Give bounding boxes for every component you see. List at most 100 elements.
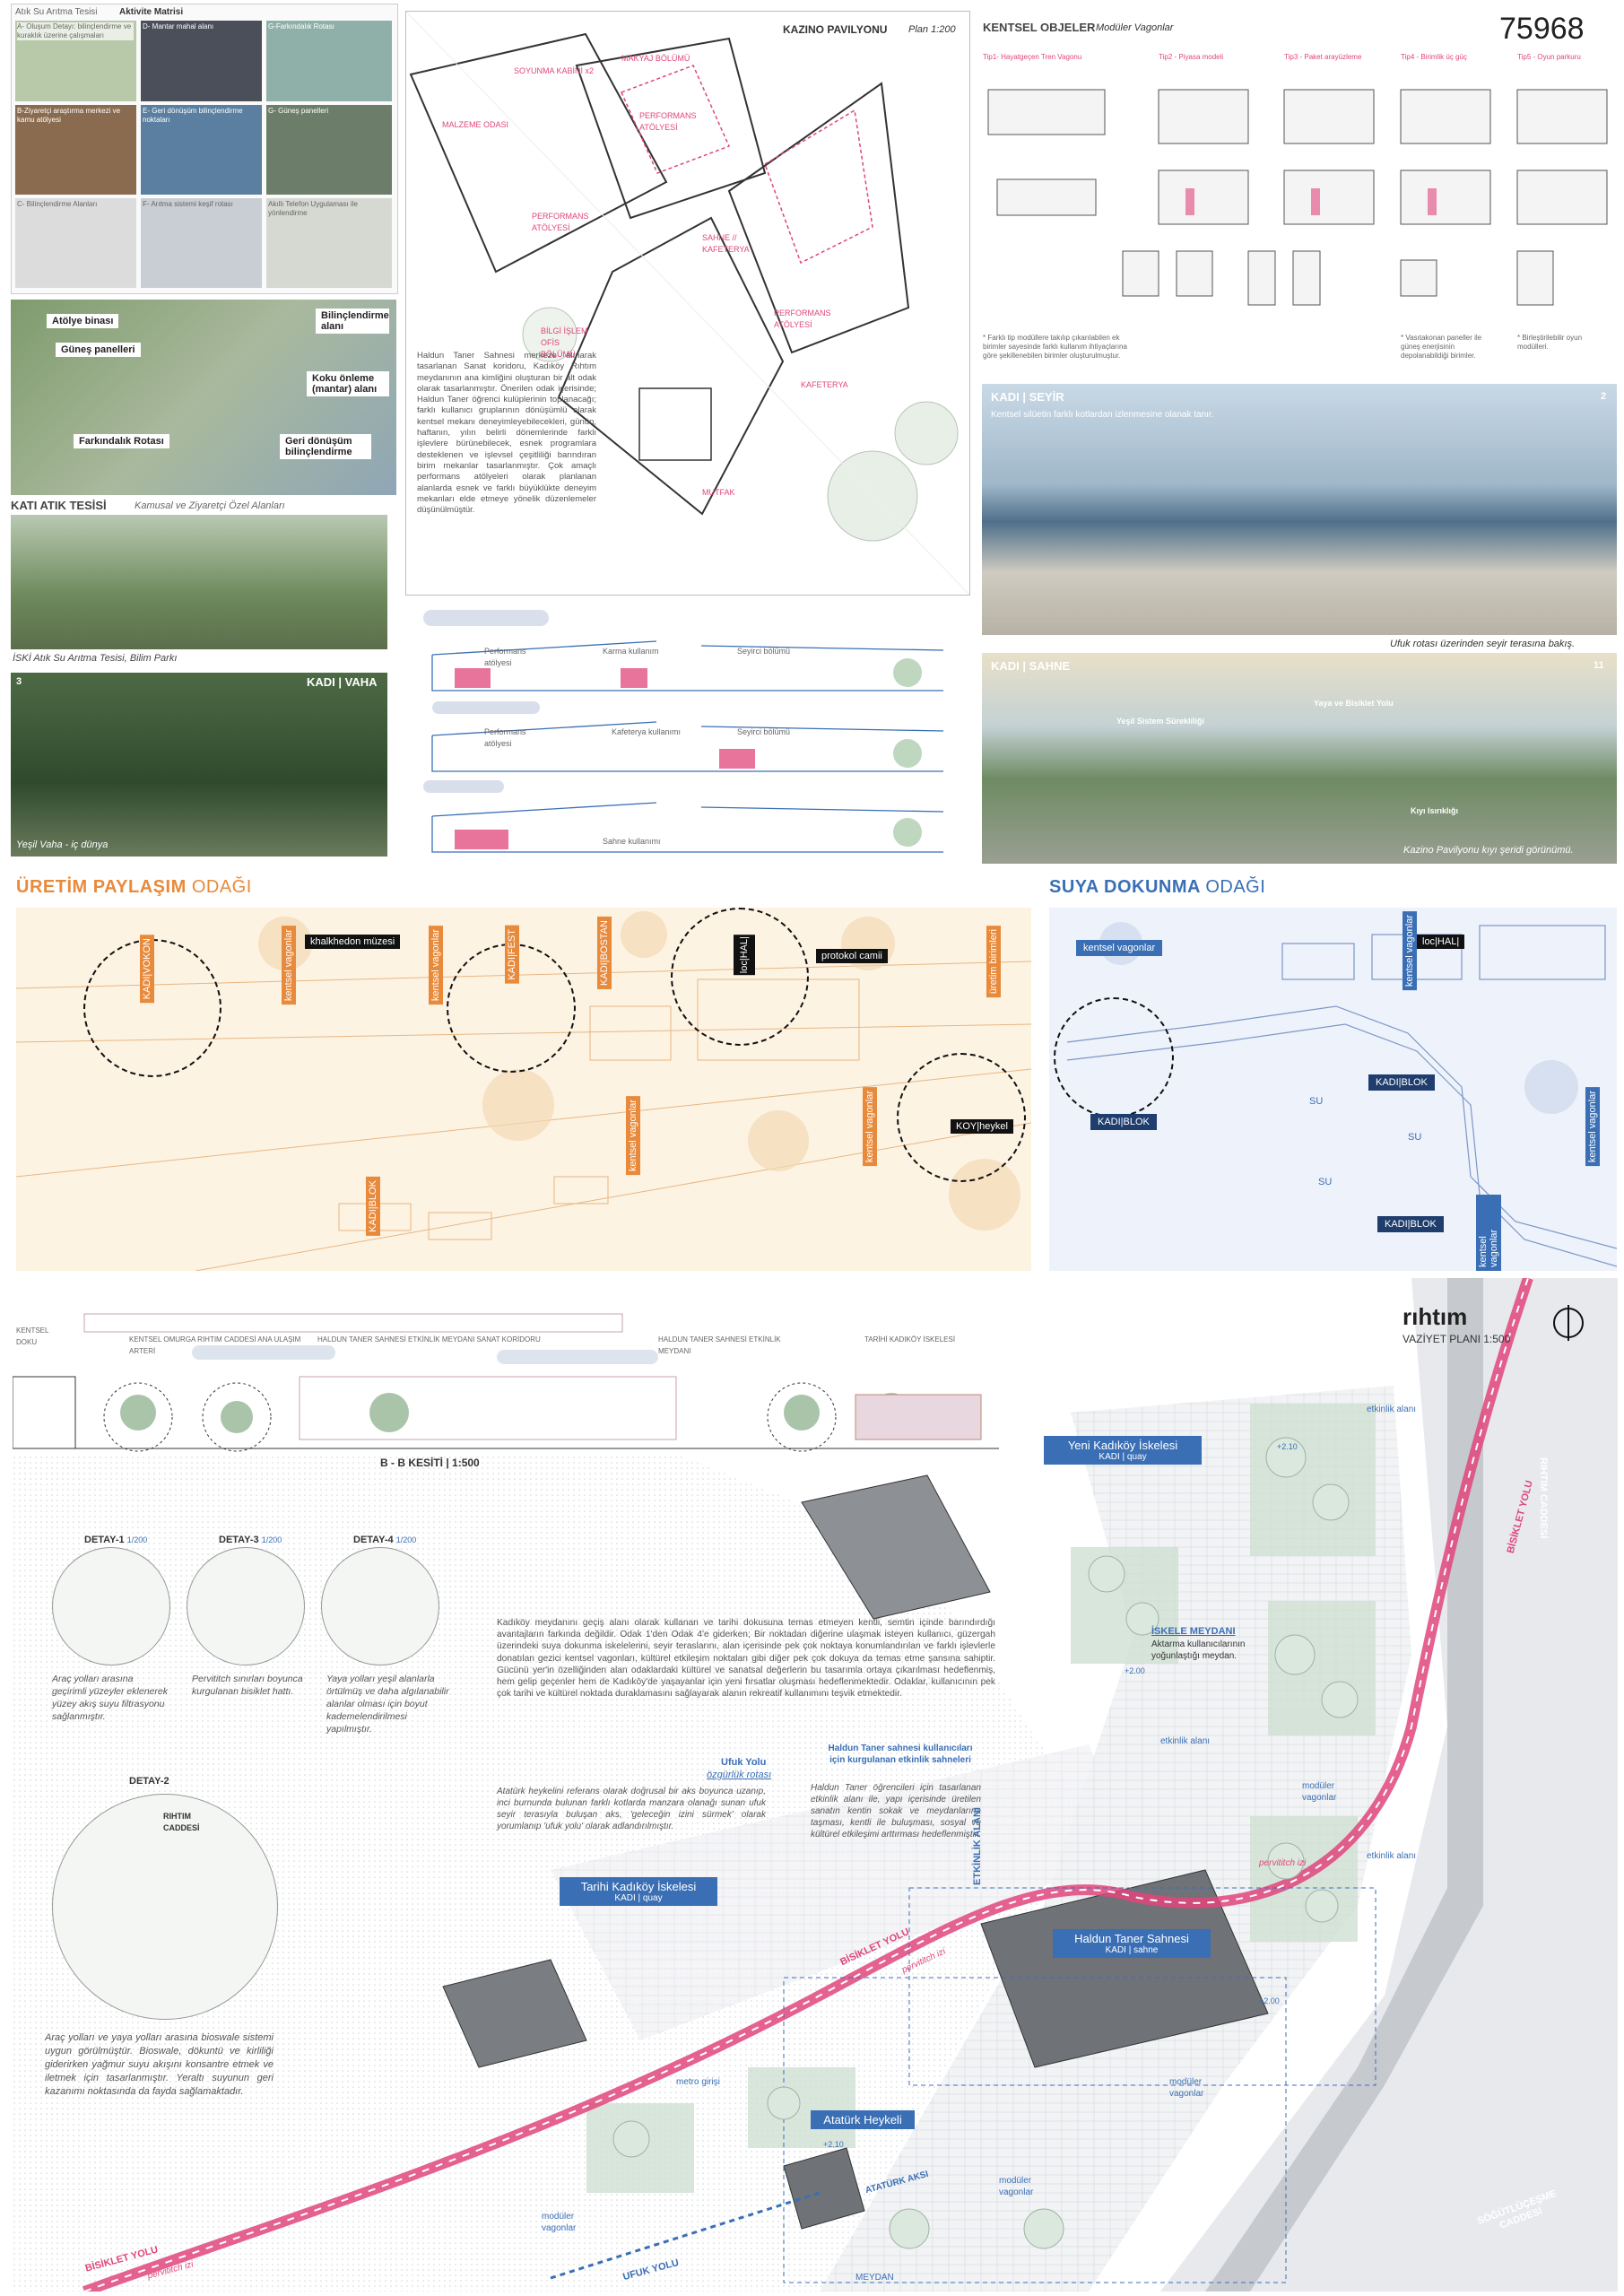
pav-label-3: PERFORMANS ATÖLYESİ: [639, 111, 697, 132]
ufuk-text: Atatürk heykelini referans olarak doğrus…: [497, 1787, 766, 1831]
pavilion-plan-panel: KAZINO PAVILYONU Plan 1:200 SOYUNMA KABİ…: [405, 11, 970, 596]
seyir-title: KADI | SEYİR: [991, 390, 1064, 404]
seyir-render: KADI | SEYİR 2 Kentsel silüetin farklı k…: [982, 384, 1617, 635]
plan-label-4: Geri dönüşüm bilinçlendirme: [280, 434, 371, 459]
map-label-0: etkinlik alanı: [1367, 1405, 1417, 1414]
activity-cell-0: A- Oluşum Detayı: bilinçlendirme ve kura…: [17, 22, 134, 40]
map-label-5: modüler vagonlar: [542, 2212, 577, 2233]
sec-label-3: Performans atölyesi: [484, 727, 526, 748]
iskele-text: Aktarma kullanıcılarının yoğunlaştığı me…: [1151, 1639, 1246, 1661]
haldun-title: Haldun Taner sahnesi kullanıcıları için …: [828, 1744, 973, 1765]
pavilion-sections: Performans atölyesi Karma kullanım Seyir…: [405, 601, 968, 861]
sec-label-5: Seyirci bölümü: [737, 727, 791, 736]
place-tag-yeni: Yeni Kadıköy İskelesi KADI | quay: [1044, 1436, 1202, 1465]
activity-cell-1: D- Mantar mahal alanı: [143, 22, 214, 30]
focus-circle-3: [671, 908, 809, 1046]
sahne-title: KADI | SAHNE: [991, 659, 1071, 673]
activity-image-d: [141, 21, 262, 101]
pav-label-7: KAFETERYA: [801, 380, 848, 389]
uretim-title-b: ODAĞI: [191, 877, 252, 897]
activity-image-g2: [266, 105, 392, 195]
sahne-render: KADI | SAHNE 11 Yeşil Sistem Sürekliliği…: [982, 653, 1617, 864]
activity-cell-7: F- Arıtma sistemi keşif rotası: [143, 200, 233, 208]
pav-label-1: MAKYAJ BÖLÜMÜ: [621, 54, 690, 63]
uretim-vtag-7: kentsel vagonlar: [863, 1087, 877, 1167]
activity-cell-2: G-Farkındalık Rotası: [268, 22, 334, 30]
ufuk-title: Ufuk Yolu: [721, 1757, 767, 1768]
place-tag-tarihi-sub: KADI | quay: [614, 1893, 663, 1903]
kati-title: KATI ATIK TESİSİ: [11, 499, 107, 512]
seyir-caption: Ufuk rotası üzerinden seyir terasına bak…: [1390, 639, 1576, 649]
detail-1-name: DETAY-1: [84, 1535, 125, 1545]
type-3: Tip4 - Birimlik üç güç: [1401, 53, 1467, 61]
suya-tag-4: KADI|BLOK: [1377, 1216, 1444, 1232]
suya-vtag-0: kentsel vagonlar: [1403, 911, 1417, 991]
section-head-3: HALDUN TANER SAHNESİ ETKİNLİK MEYDANI: [658, 1335, 781, 1355]
plan-label-0: Atölye binası: [47, 314, 119, 328]
activity-cell-5: G- Güneş panelleri: [268, 107, 329, 115]
uretim-vtag-4: KADI|BOSTAN: [597, 917, 612, 989]
su-label-0: SU: [1309, 1096, 1324, 1107]
map-label-1: etkinlik alanı: [1160, 1736, 1211, 1746]
uretim-tag-3: loc|HAL|: [734, 935, 755, 976]
uretim-vtag-2: kentsel vagonlar: [429, 926, 443, 1005]
suya-title: SUYA DOKUNMA ODAĞI: [1049, 877, 1265, 898]
activity-cell-3: B-Ziyaretçi araştırma merkezi ve kamu at…: [17, 107, 121, 124]
type-1: Tip2 - Piyasa modeli: [1159, 53, 1224, 61]
uretim-vtag-5: üretim birimleri: [986, 926, 1001, 998]
detail-4-circle: [321, 1547, 439, 1665]
pav-label-5: SAHNE // KAFETERYA: [702, 233, 750, 254]
type-2: Tip3 - Paket arayüzleme: [1284, 53, 1362, 61]
uretim-vtag-8: KADI|BLOK: [366, 1177, 380, 1236]
pav-label-0: SOYUNMA KABİNİ x2: [514, 66, 595, 75]
map-label-6: modüler vagonlar: [999, 2176, 1034, 2197]
plan-label-5: Farkındalık Rotası: [74, 434, 169, 448]
detail-1-title: DETAY-1 1/200: [84, 1535, 147, 1546]
level-3: +2.10: [823, 2140, 844, 2149]
uretim-vtag-3: KADI|FEST: [505, 926, 519, 984]
ufuk-subtitle: özgürlük rotası: [707, 1770, 772, 1780]
map-label-3: modüler vagonlar: [1302, 1781, 1337, 1803]
detail-2-title: DETAY-2: [129, 1776, 169, 1787]
pavilion-scale: Plan 1:200: [908, 24, 956, 35]
iski-caption: İSKİ Atık Su Arıtma Tesisi, Bilim Parkı: [13, 653, 178, 664]
map-label-7: metro girişi: [676, 2077, 720, 2087]
suya-focus-circle: [1054, 997, 1174, 1118]
activity-header-right: Aktivite Matrisi: [119, 7, 184, 17]
level-0: +2.10: [1277, 1442, 1298, 1451]
type-4: Tip5 - Oyun parkuru: [1517, 53, 1581, 61]
section-title: B - B KESİTİ | 1:500: [380, 1457, 480, 1469]
detail-4-text: Yaya yolları yeşil alanlarla örtülmüş ve…: [326, 1674, 449, 1735]
section-head-0: KENTSEL DOKU: [16, 1326, 49, 1346]
detail-4-name: DETAY-4: [353, 1535, 394, 1545]
place-tag-haldun-sub: KADI | sahne: [1105, 1945, 1159, 1955]
detail-2-text: Araç yolları ve yaya yolları arasına bio…: [45, 2032, 274, 2097]
sahne-number: 11: [1594, 660, 1604, 671]
aerial-plan-image: Atölye binası Güneş panelleri Bilinçlend…: [11, 300, 396, 495]
pavilion-plan-drawing: [406, 12, 969, 595]
place-tag-tarihi-name: Tarihi Kadıköy İskelesi: [580, 1880, 697, 1893]
pav-label-8: MUTFAK: [702, 488, 735, 497]
plan-label-1: Güneş panelleri: [56, 343, 141, 357]
pav-label-6: PERFORMANS ATÖLYESİ: [774, 309, 831, 329]
activity-image-b: [15, 105, 136, 195]
plan-label-3: Koku önleme (mantar) alanı: [307, 371, 389, 396]
vaha-number: 3: [16, 676, 22, 687]
sec-label-6: Sahne kullanımı: [603, 837, 661, 846]
haldun-text: Haldun Taner öğrencileri için tasarlanan…: [811, 1783, 981, 1839]
main-text: Kadıköy meydanını geçiş alanı olarak kul…: [497, 1618, 995, 1700]
kentsel-note-0: * Farklı tip modüllere takılıp çıkarılab…: [983, 334, 1127, 360]
pav-label-2: MALZEME ODASI: [442, 120, 509, 129]
suya-illustration: kentsel vagonlar loc|HAL| KADI|BLOK KADI…: [1049, 908, 1617, 1271]
iskele-title: İSKELE MEYDANI: [1151, 1626, 1236, 1637]
suya-title-a: SUYA DOKUNMA: [1049, 877, 1201, 897]
detail-4-scale: 1/200: [395, 1535, 417, 1544]
suya-vtag-1: kentsel vagonlar: [1585, 1087, 1600, 1167]
uretim-illustration: khalkhedon müzesi protokol camii KOY|hey…: [16, 908, 1031, 1271]
kentsel-panel: KENTSEL OBJELER Modüler Vagonlar 75968 T…: [979, 11, 1616, 378]
level-1: +2.00: [1125, 1666, 1145, 1675]
detail-2-circle: [52, 1794, 278, 2020]
activity-cell-6: C- Bilinçlendirme Alanları: [17, 200, 98, 208]
activity-image-app: [266, 198, 392, 288]
rihtim-scale: VAZİYET PLANI 1:500: [1403, 1333, 1511, 1345]
